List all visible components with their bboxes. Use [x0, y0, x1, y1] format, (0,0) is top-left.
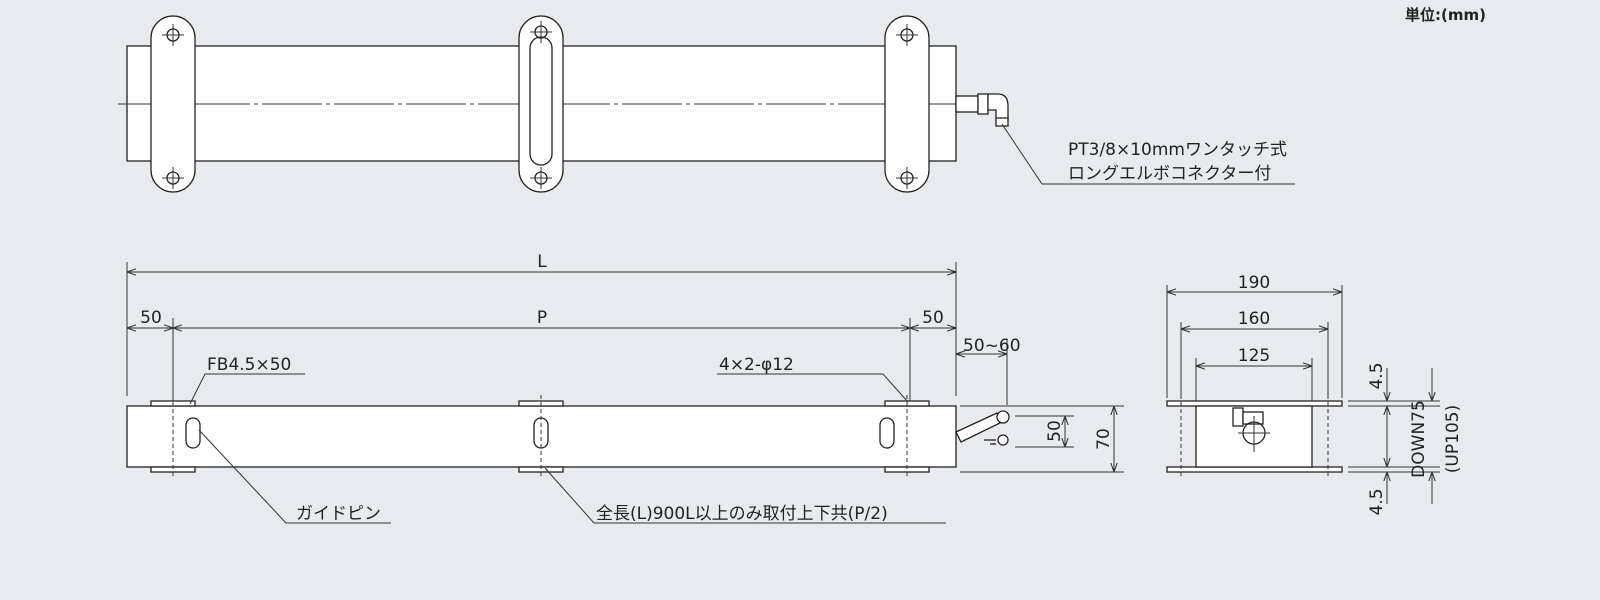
side-view: 190 160 125 4.5 4.5 DOWN75 (UP105) [1166, 273, 1463, 516]
guide-pin-left [185, 417, 201, 449]
side-top-flange [1166, 400, 1343, 407]
guide-pin-right [879, 417, 895, 449]
dim-L-label: L [537, 252, 547, 272]
dim-125-label: 125 [1238, 346, 1270, 366]
front-view: L 50 P 50 50~60 [126, 252, 1124, 524]
dim-connector-label: 50~60 [963, 336, 1021, 356]
front-connector [955, 410, 1010, 446]
dim-end-right-label: 50 [922, 308, 944, 328]
guide-pin-leader [198, 429, 391, 524]
dim-up-label: (UP105) [1443, 405, 1463, 473]
dim-70-label: 70 [1094, 428, 1114, 450]
side-bottom-flange [1166, 466, 1343, 473]
top-view: PT3/8×10mmワンタッチ式 ロングエルボコネクター付 [118, 15, 1295, 193]
hole-leader [717, 373, 909, 403]
top-bracket-left [150, 15, 196, 193]
dim-50-label: 50 [1045, 420, 1065, 442]
center-mount-leader [544, 467, 946, 524]
top-connector [955, 93, 1009, 127]
dim-160-label: 160 [1238, 309, 1270, 329]
top-bracket-right [884, 15, 930, 193]
fb-leader [189, 373, 305, 405]
unit-label: 単位:(mm) [1405, 6, 1486, 24]
flat-bar-left [150, 395, 196, 478]
center-mount-note: 全長(L)900L以上のみ取付上下共(P/2) [596, 504, 888, 524]
dim-bottom-45-label: 4.5 [1367, 488, 1387, 515]
front-view-body [126, 405, 957, 468]
connector-leader [1001, 123, 1295, 185]
hole-label: 4×2-φ12 [719, 355, 794, 375]
top-bracket-middle [518, 15, 564, 193]
flat-bar-middle [518, 395, 564, 478]
guide-pin-middle [533, 417, 549, 449]
dim-end-left-label: 50 [140, 308, 162, 328]
fb-label: FB4.5×50 [207, 355, 291, 375]
side-connector [1232, 407, 1270, 452]
dim-P-label: P [537, 308, 547, 328]
connector-note-line1: PT3/8×10mmワンタッチ式 [1068, 140, 1287, 160]
dim-190-label: 190 [1238, 273, 1270, 293]
guide-pin-label: ガイドピン [296, 504, 381, 524]
dim-down-label: DOWN75 [1409, 400, 1429, 478]
connector-note-line2: ロングエルボコネクター付 [1068, 164, 1271, 184]
dim-top-45-label: 4.5 [1367, 362, 1387, 389]
